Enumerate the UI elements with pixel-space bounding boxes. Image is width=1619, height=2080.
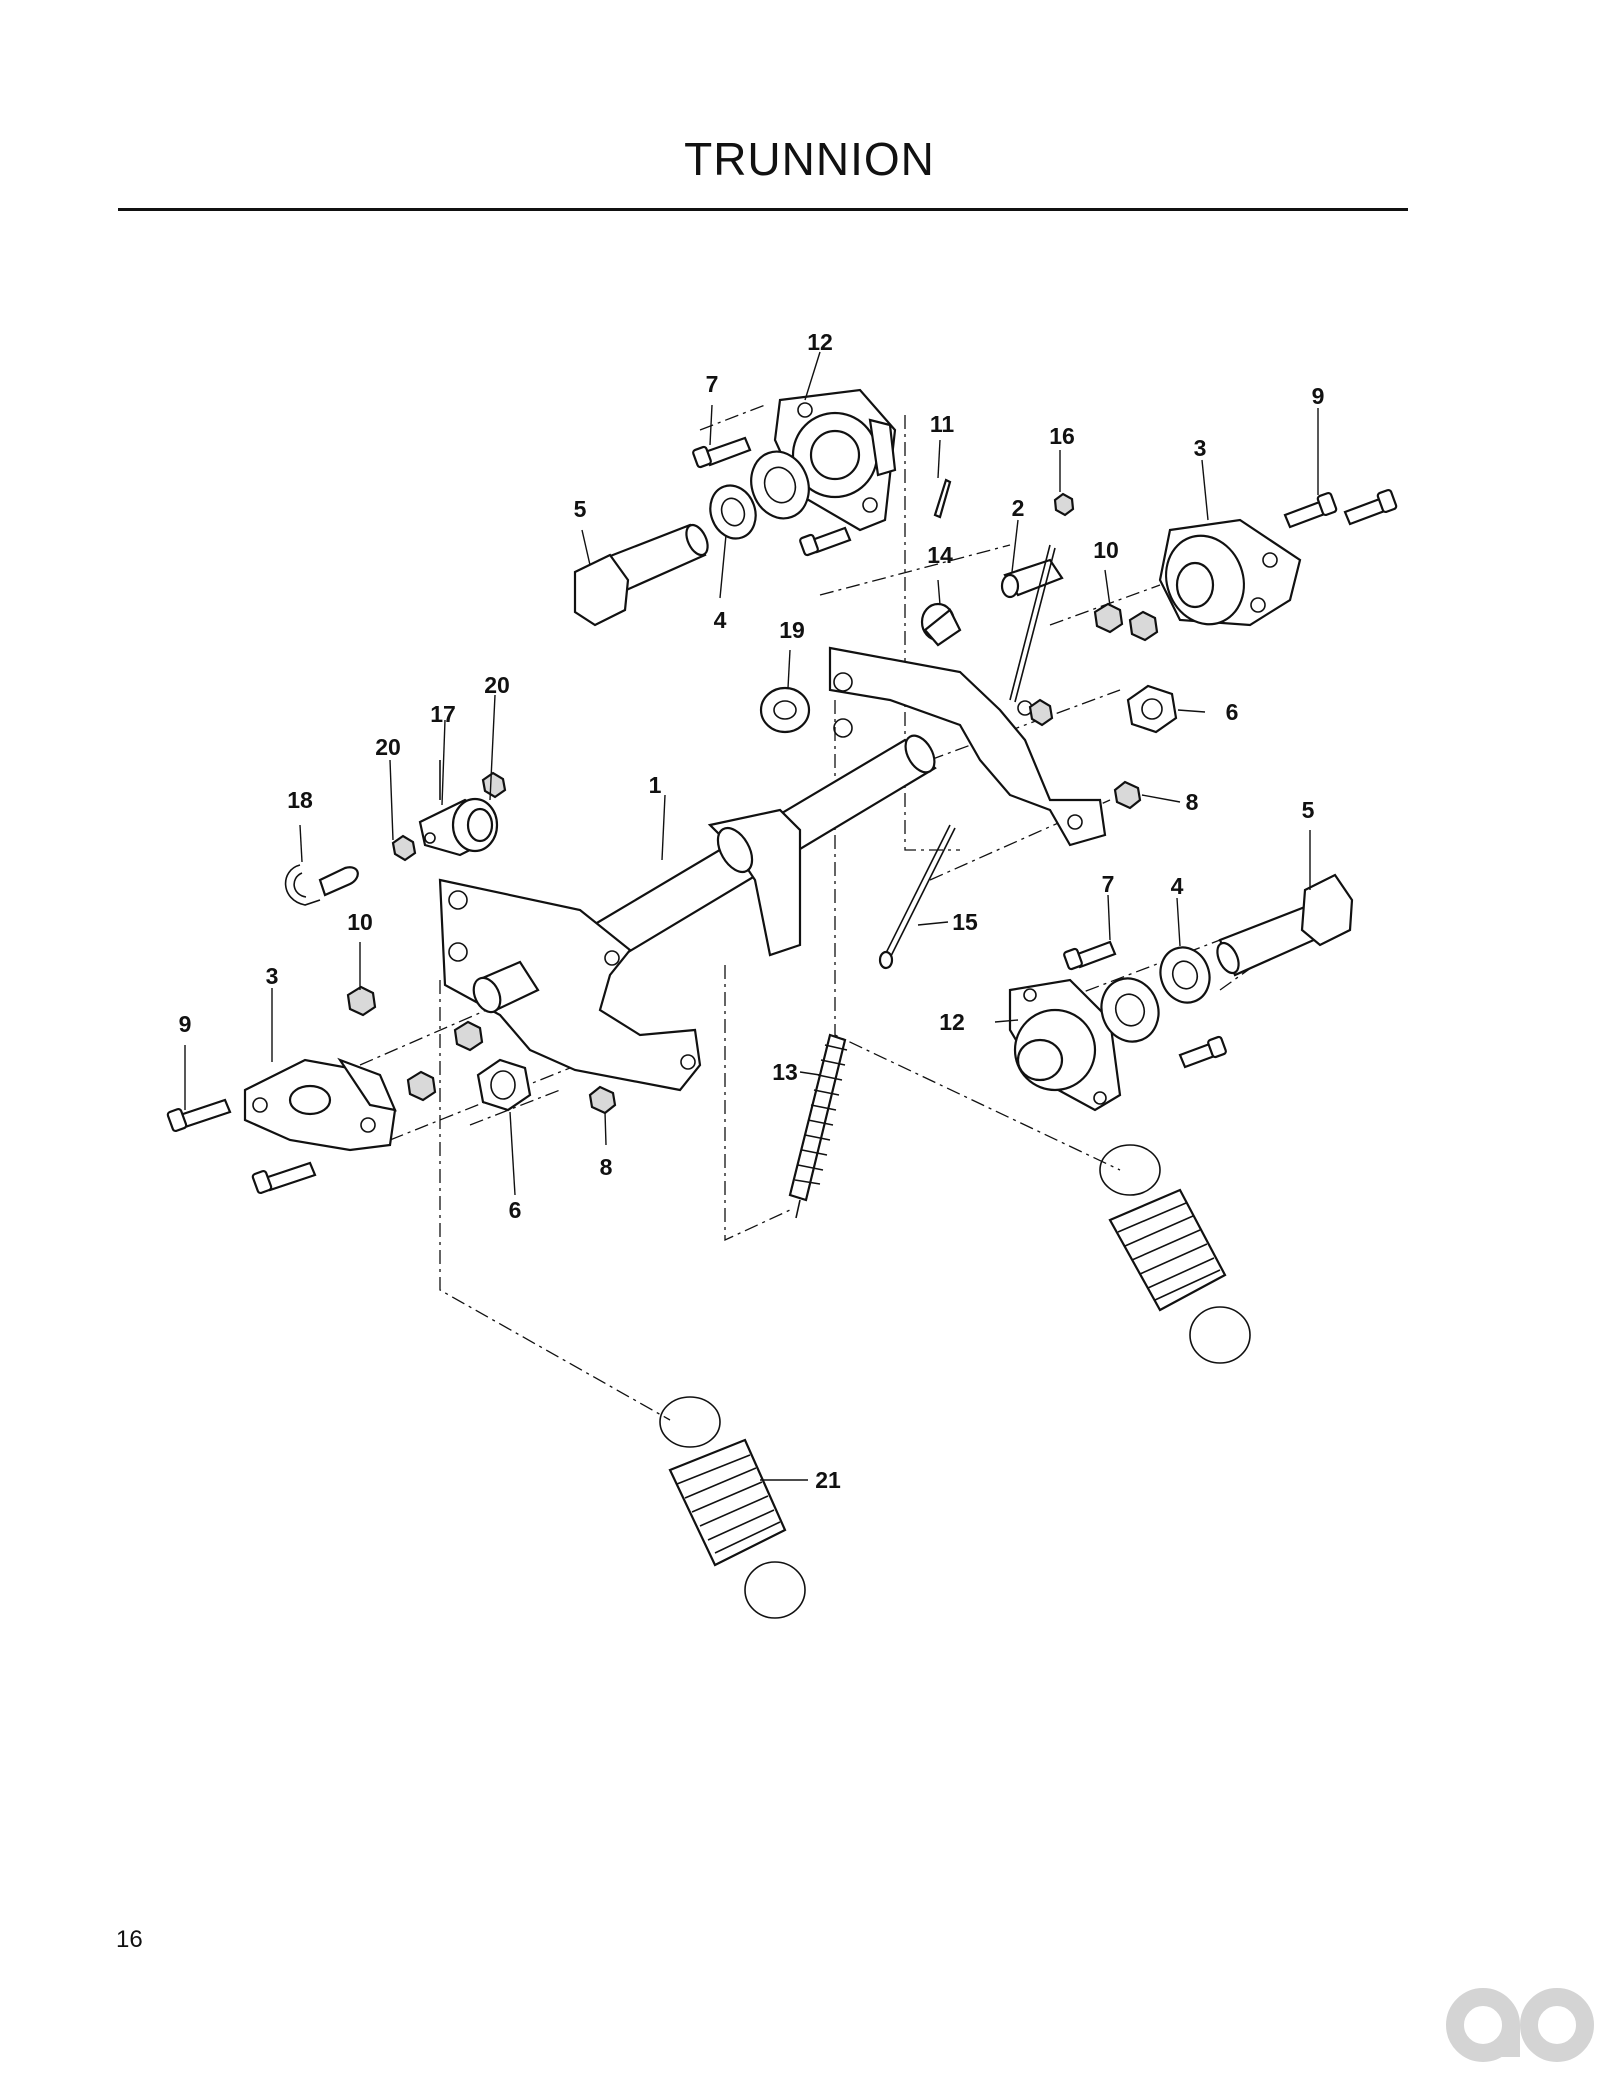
callout-10: 10	[347, 909, 373, 935]
part-linkage	[878, 478, 1064, 970]
part-washers	[709, 450, 1211, 1043]
page-number: 16	[116, 1926, 143, 1953]
callout-5: 5	[1302, 797, 1315, 823]
callout-9: 9	[1312, 383, 1325, 409]
callout-15: 15	[952, 909, 978, 935]
callout-7: 7	[1102, 871, 1115, 897]
part-lever-assembly	[284, 760, 499, 906]
title-rule	[118, 208, 1408, 211]
callout-10: 10	[1093, 537, 1119, 563]
callout-8: 8	[600, 1154, 613, 1180]
callout-4: 4	[714, 607, 727, 633]
callout-6: 6	[509, 1197, 522, 1223]
part-bolt-large-bottom	[1216, 873, 1354, 977]
part-flange-left	[243, 1057, 397, 1152]
callout-5: 5	[574, 496, 587, 522]
callout-18: 18	[287, 787, 313, 813]
callout-labels: 1 2 3 3 4 4 5 5 6 6 7 7 8 8 9 9 10 10 11…	[179, 329, 1325, 1493]
callout-20: 20	[375, 734, 401, 760]
part-nuts	[346, 492, 1178, 1115]
callout-13: 13	[772, 1059, 798, 1085]
callout-16: 16	[1049, 423, 1075, 449]
part-spring-bottom	[659, 1396, 806, 1619]
callout-9: 9	[179, 1011, 192, 1037]
callout-12: 12	[807, 329, 833, 355]
callout-1: 1	[649, 772, 662, 798]
watermark-logo-icon	[1446, 1988, 1594, 2062]
callout-19: 19	[779, 617, 805, 643]
part-flange-right	[1158, 518, 1302, 627]
callout-4: 4	[1171, 873, 1184, 899]
leader-lines	[184, 351, 1319, 1481]
part-spring-long	[788, 1033, 848, 1219]
part-spring-right	[1099, 1144, 1251, 1364]
part-trunnion-shaft	[438, 646, 1107, 1092]
callout-14: 14	[927, 542, 953, 568]
callout-12: 12	[939, 1009, 965, 1035]
callout-7: 7	[706, 371, 719, 397]
part-bearing-bottom	[1008, 978, 1122, 1112]
part-bolt-large-top	[573, 523, 709, 627]
callout-11: 11	[930, 411, 955, 437]
callout-21: 21	[815, 1467, 841, 1493]
callout-20: 20	[484, 672, 510, 698]
callout-8: 8	[1186, 789, 1199, 815]
callout-17: 17	[430, 701, 456, 727]
callout-3: 3	[266, 963, 279, 989]
callout-3: 3	[1194, 435, 1207, 461]
part-small-bolts	[166, 436, 1398, 1195]
page-title: TRUNNION	[684, 133, 935, 185]
callout-6: 6	[1226, 699, 1239, 725]
callout-2: 2	[1012, 495, 1025, 521]
